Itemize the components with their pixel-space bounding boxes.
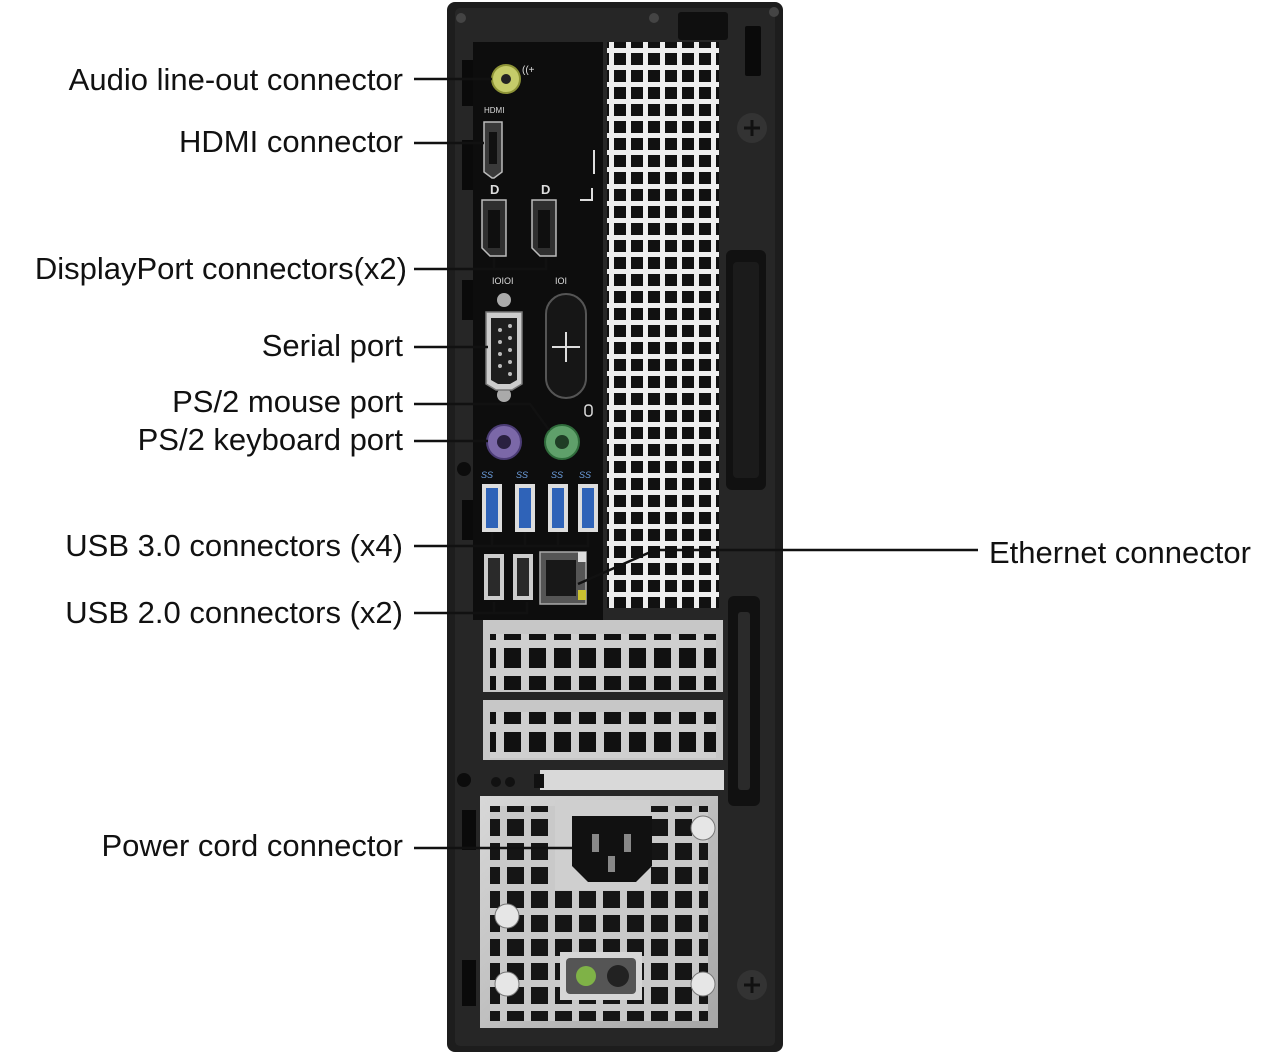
label-serial-port: Serial port — [261, 328, 403, 363]
usb3-ports: SS SS SS SS — [481, 470, 598, 532]
displayport-ports: D D — [481, 182, 557, 257]
audio-line-out-port: ((+ — [491, 64, 535, 94]
psu-led-icon — [576, 966, 596, 986]
leader-lines — [414, 77, 978, 850]
svg-text:D: D — [541, 182, 550, 197]
ethernet-port — [539, 551, 587, 605]
label-audio-line-out: Audio line-out connector — [68, 62, 403, 97]
psu-test-button — [607, 965, 629, 987]
ps2-mouse-port — [544, 404, 593, 460]
vent-grille — [607, 42, 719, 608]
usb3-marking: SS — [551, 470, 563, 480]
svg-text:IOI: IOI — [555, 276, 567, 286]
svg-text:((+: ((+ — [522, 65, 535, 76]
label-power-cord: Power cord connector — [101, 828, 403, 863]
label-hdmi: HDMI connector — [179, 124, 403, 159]
power-cord-connector — [572, 816, 652, 882]
ps2-keyboard-port — [486, 424, 522, 460]
serial-port: IOIOI — [485, 276, 523, 402]
padlock-loop — [678, 12, 728, 40]
serial-knockout: IOI — [545, 276, 587, 399]
usb2-ports — [484, 554, 533, 600]
leader-ps2-mouse — [414, 402, 551, 431]
leader-usb3 — [414, 532, 590, 548]
label-usb2: USB 2.0 connectors (x2) — [65, 595, 403, 630]
label-ps2-keyboard: PS/2 keyboard port — [137, 422, 403, 457]
svg-text:IOIOI: IOIOI — [492, 276, 514, 286]
power-supply-unit — [480, 796, 718, 1028]
usb3-marking: SS — [516, 470, 528, 480]
label-usb3: USB 3.0 connectors (x4) — [65, 528, 403, 563]
leader-ethernet — [577, 548, 978, 586]
label-ethernet: Ethernet connector — [989, 535, 1251, 570]
leader-usb2 — [414, 602, 529, 615]
leader-displayport — [414, 258, 548, 271]
svg-text:D: D — [490, 182, 499, 197]
label-ps2-mouse: PS/2 mouse port — [172, 384, 403, 419]
hdmi-port: HDMI — [483, 106, 504, 179]
usb3-marking: SS — [579, 470, 591, 480]
label-displayport: DisplayPort connectors(x2) — [34, 251, 407, 286]
hdmi-marking: HDMI — [484, 106, 504, 115]
expansion-slots — [483, 596, 760, 806]
usb3-marking: SS — [481, 470, 493, 480]
